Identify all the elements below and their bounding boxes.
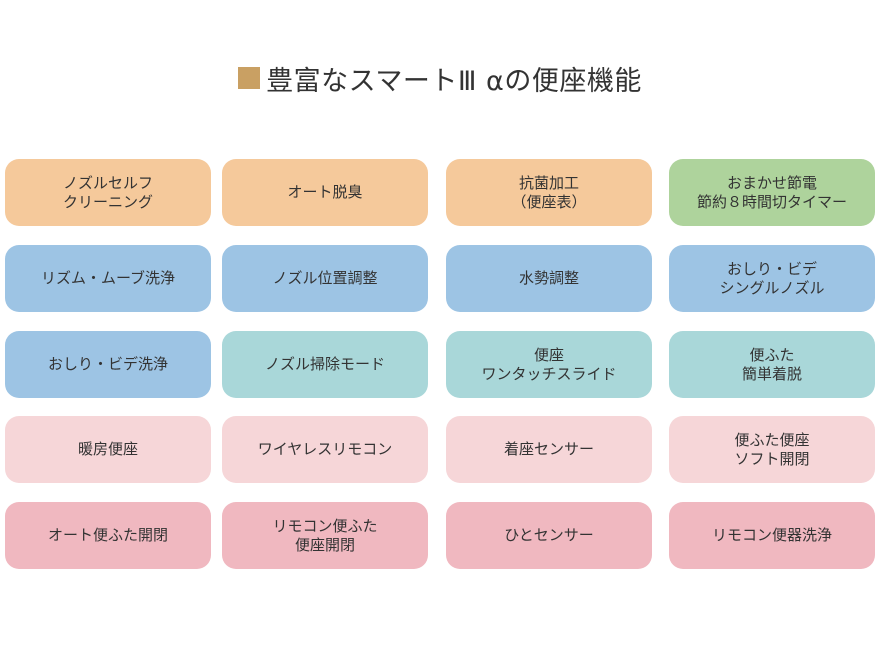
feature-tile: 便座 ワンタッチスライド [446, 331, 652, 398]
feature-label: ワイヤレスリモコン [257, 440, 393, 458]
feature-label: 着座センサー [503, 440, 594, 458]
feature-label: おまかせ節電 節約８時間切タイマー [696, 173, 847, 211]
feature-tile: ノズルセルフ クリーニング [5, 159, 211, 226]
feature-tile: リモコン便ふた 便座開閉 [222, 502, 428, 569]
feature-tile: 便ふた 簡単着脱 [669, 331, 875, 398]
feature-tile: オート脱臭 [222, 159, 428, 226]
feature-tile: リモコン便器洗浄 [669, 502, 875, 569]
feature-tile: おしり・ビデ洗浄 [5, 331, 211, 398]
feature-label: 水勢調整 [518, 269, 579, 287]
feature-label: ノズル掃除モード [264, 355, 385, 373]
feature-label: リモコン便ふた 便座開閉 [272, 516, 378, 554]
feature-label: おしり・ビデ洗浄 [47, 355, 168, 373]
feature-label: ひとセンサー [504, 526, 594, 544]
feature-tile: おしり・ビデ シングルノズル [669, 245, 875, 312]
feature-tile: ノズル掃除モード [222, 331, 428, 398]
feature-tile: 着座センサー [446, 416, 652, 483]
feature-tile: ワイヤレスリモコン [222, 416, 428, 483]
feature-label: リズム・ムーブ洗浄 [40, 269, 176, 287]
feature-tile: ひとセンサー [446, 502, 652, 569]
feature-label: オート脱臭 [287, 183, 363, 201]
title-square-icon [238, 67, 261, 89]
feature-label: 便ふた 簡単着脱 [741, 345, 802, 383]
feature-label: リモコン便器洗浄 [711, 526, 832, 544]
feature-tile: 便ふた便座 ソフト開閉 [669, 416, 875, 483]
feature-tile: 抗菌加工 （便座表） [446, 159, 652, 226]
feature-label: 便ふた便座 ソフト開閉 [734, 430, 810, 468]
feature-label: ノズル位置調整 [272, 269, 378, 287]
feature-label: おしり・ビデ シングルノズル [719, 259, 825, 297]
page-title: 豊富なスマートⅢ αの便座機能 [266, 65, 642, 97]
feature-tile: おまかせ節電 節約８時間切タイマー [669, 159, 875, 226]
feature-tile: 水勢調整 [446, 245, 652, 312]
feature-label: 便座 ワンタッチスライド [481, 345, 617, 383]
feature-tile: リズム・ムーブ洗浄 [5, 245, 211, 312]
feature-label: 抗菌加工 （便座表） [511, 173, 587, 211]
feature-label: オート便ふた開閉 [47, 526, 168, 544]
feature-tile: オート便ふた開閉 [5, 502, 211, 569]
feature-label: 暖房便座 [77, 440, 138, 458]
feature-tile: 暖房便座 [5, 416, 211, 483]
feature-label: ノズルセルフ クリーニング [62, 173, 153, 211]
page-header: 豊富なスマートⅢ αの便座機能 [0, 58, 880, 98]
feature-tile: ノズル位置調整 [222, 245, 428, 312]
